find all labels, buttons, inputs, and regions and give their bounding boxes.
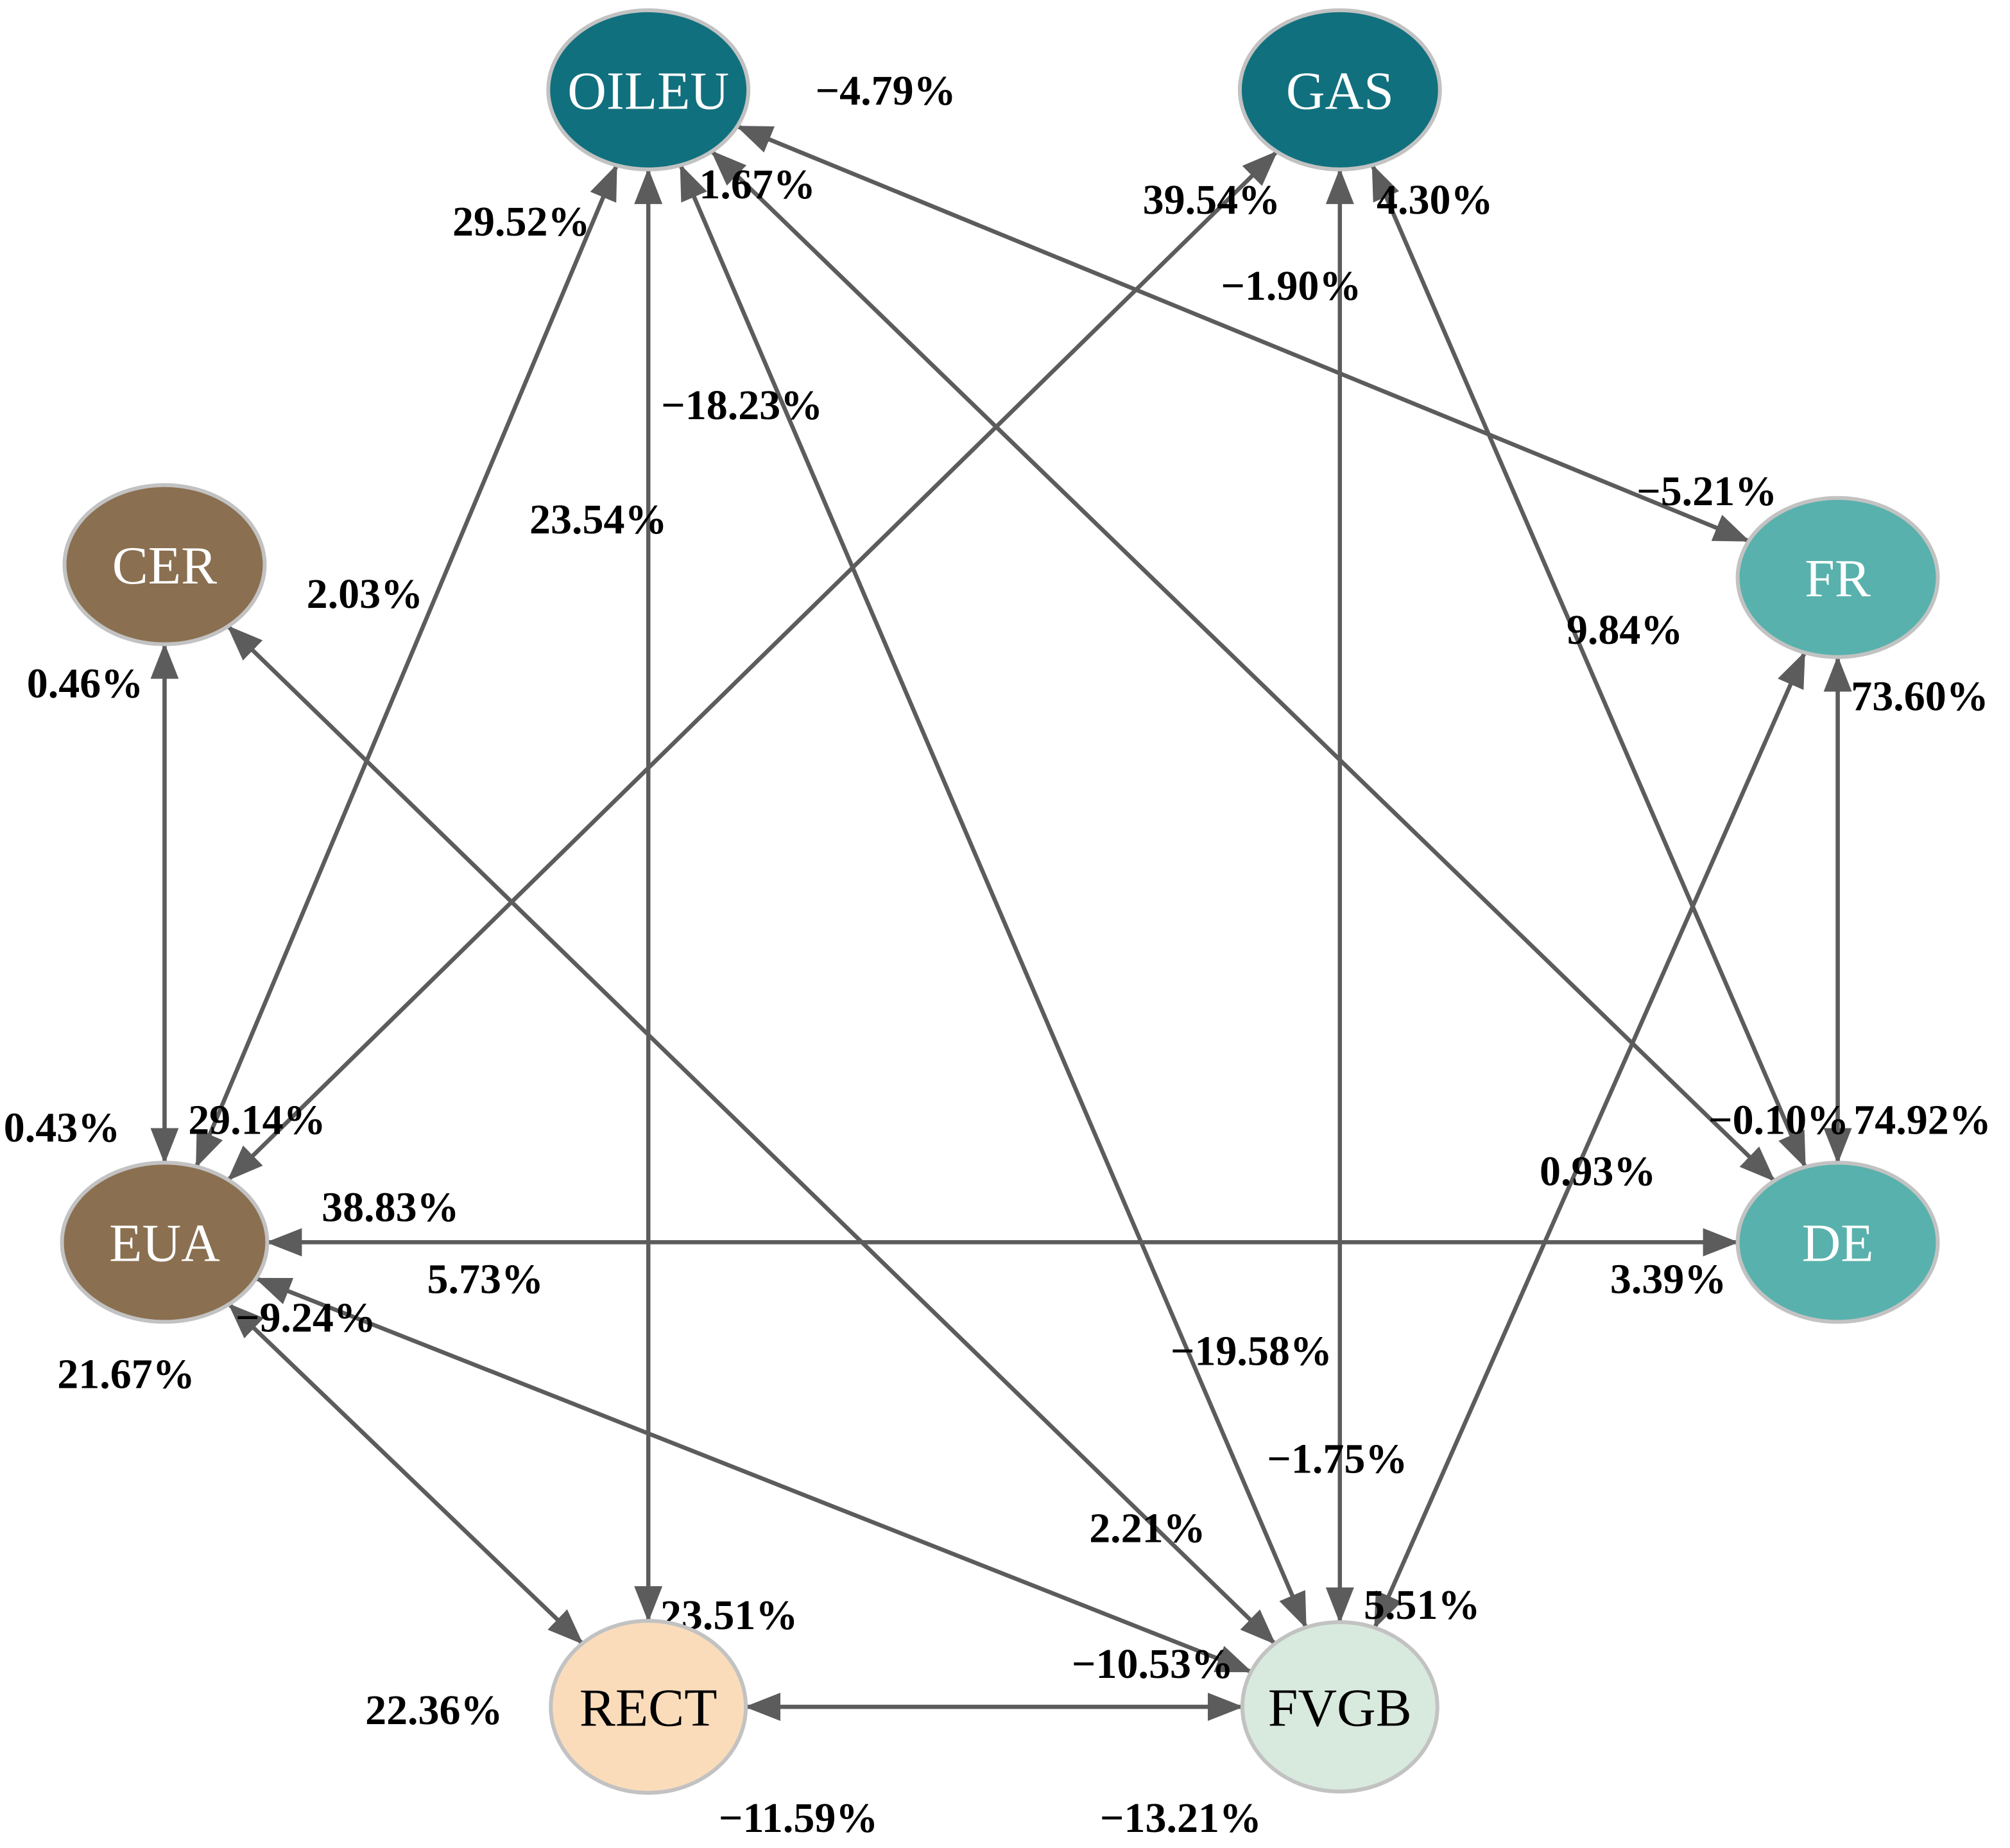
node-DE-label: DE <box>1802 1214 1874 1274</box>
edge-label-EUA-to-OILEU: 29.52% <box>452 198 590 245</box>
edge-EUA-to-RECT <box>227 1302 584 1645</box>
node-layer: OILEU GAS CER FR EUA DE RECT FVGB <box>60 8 1940 1795</box>
node-EUA: EUA <box>60 1161 270 1324</box>
edge-label-CER-to-EUA: 0.43% <box>4 1104 120 1151</box>
edge-OILEU-to-FR <box>736 124 1750 543</box>
edge-label-layer: −4.79%1.67% 29.52% −18.23% 23.54% 39.54% 4.30… <box>4 67 1991 1842</box>
node-FVGB-label: FVGB <box>1268 1678 1412 1738</box>
edge-label-GAS-to-EUA: 38.83% <box>322 1184 459 1231</box>
node-OILEU-shape <box>546 8 751 171</box>
edge-label-OILEU-to-FVGB: −19.58% <box>1171 1327 1332 1374</box>
edge-FR-to-FVGB <box>1373 652 1807 1629</box>
node-DE: DE <box>1735 1161 1940 1324</box>
edge-label-RECT-to-EUA: 21.67% <box>57 1351 194 1397</box>
edge-label-OILEU-to-EUA: 29.14% <box>188 1096 325 1143</box>
edge-label-FVGB-to-FR: 9.84% <box>1567 607 1683 653</box>
node-GAS: GAS <box>1237 8 1442 171</box>
node-FVGB-shape <box>1240 1620 1439 1794</box>
edge-label-DE-to-FR: 73.60% <box>1851 673 1988 720</box>
edge-label-FVGB-to-EUA: −9.24% <box>236 1294 376 1341</box>
edge-label-FR-to-DE: 74.92% <box>1853 1096 1991 1143</box>
node-FVGB: FVGB <box>1240 1620 1439 1794</box>
edge-GAS-to-DE <box>1370 164 1807 1168</box>
edge-label-GAS-to-DE: −0.10% <box>1708 1096 1849 1143</box>
node-FR: FR <box>1735 496 1940 659</box>
edge-GAS-to-EUA <box>227 150 1278 1182</box>
edge-label-FR-to-FVGB: 5.51% <box>1364 1582 1480 1628</box>
edge-label-EUA-to-CER: 0.46% <box>27 661 143 707</box>
edge-label-FVGB-to-CER: 2.03% <box>307 571 423 617</box>
edge-label-CER-to-FVGB: 2.21% <box>1089 1505 1205 1551</box>
node-GAS-shape <box>1237 8 1442 171</box>
node-RECT: RECT <box>549 1619 748 1795</box>
node-EUA-shape <box>60 1161 270 1324</box>
node-GAS-label: GAS <box>1286 61 1394 121</box>
edge-label-EUA-to-FVGB: −10.53% <box>1072 1641 1233 1688</box>
edge-label-DE-to-OILEU: 1.67% <box>699 161 815 208</box>
node-RECT-label: RECT <box>580 1678 717 1738</box>
node-DE-shape <box>1735 1161 1940 1324</box>
edge-label-FVGB-to-GAS: −1.90% <box>1221 263 1361 309</box>
node-EUA-label: EUA <box>109 1214 220 1274</box>
node-CER-label: CER <box>112 536 217 596</box>
edge-label-OILEU-to-FR: −5.21% <box>1636 468 1777 515</box>
node-OILEU-label: OILEU <box>567 61 729 121</box>
node-CER: CER <box>62 483 267 646</box>
edge-label-EUA-to-DE: 3.39% <box>1610 1256 1726 1302</box>
edge-OILEU-to-EUA <box>194 164 619 1168</box>
edge-label-FVGB-to-OILEU: −18.23% <box>661 382 823 429</box>
node-FR-label: FR <box>1805 549 1871 609</box>
edge-label-GAS-to-FVGB: −1.75% <box>1267 1435 1407 1482</box>
edge-label-OILEU-to-DE: 0.93% <box>1540 1148 1656 1195</box>
edge-layer <box>150 124 1852 1722</box>
node-FR-shape <box>1735 496 1940 659</box>
node-RECT-shape <box>549 1619 748 1795</box>
edge-label-RECT-to-OILEU: 23.54% <box>529 496 667 543</box>
node-CER-shape <box>62 483 267 646</box>
edge-label-FR-to-OILEU: −4.79% <box>816 67 956 114</box>
edge-label-FVGB-to-RECT: −11.59% <box>719 1795 878 1842</box>
edge-label-DE-to-EUA: 5.73% <box>427 1256 544 1302</box>
edge-OILEU-to-DE <box>710 150 1776 1182</box>
edge-CER-to-FVGB <box>226 625 1276 1645</box>
edge-label-RECT-to-FVGB: −13.21% <box>1100 1795 1262 1842</box>
edge-EUA-to-FVGB <box>255 1276 1253 1674</box>
edge-OILEU-to-FVGB <box>678 164 1308 1629</box>
edge-label-EUA-to-GAS: 39.54% <box>1143 177 1280 223</box>
edge-label-DE-to-GAS: 4.30% <box>1377 177 1493 223</box>
edge-label-EUA-to-RECT: 22.36% <box>365 1687 502 1734</box>
node-OILEU: OILEU <box>546 8 751 171</box>
